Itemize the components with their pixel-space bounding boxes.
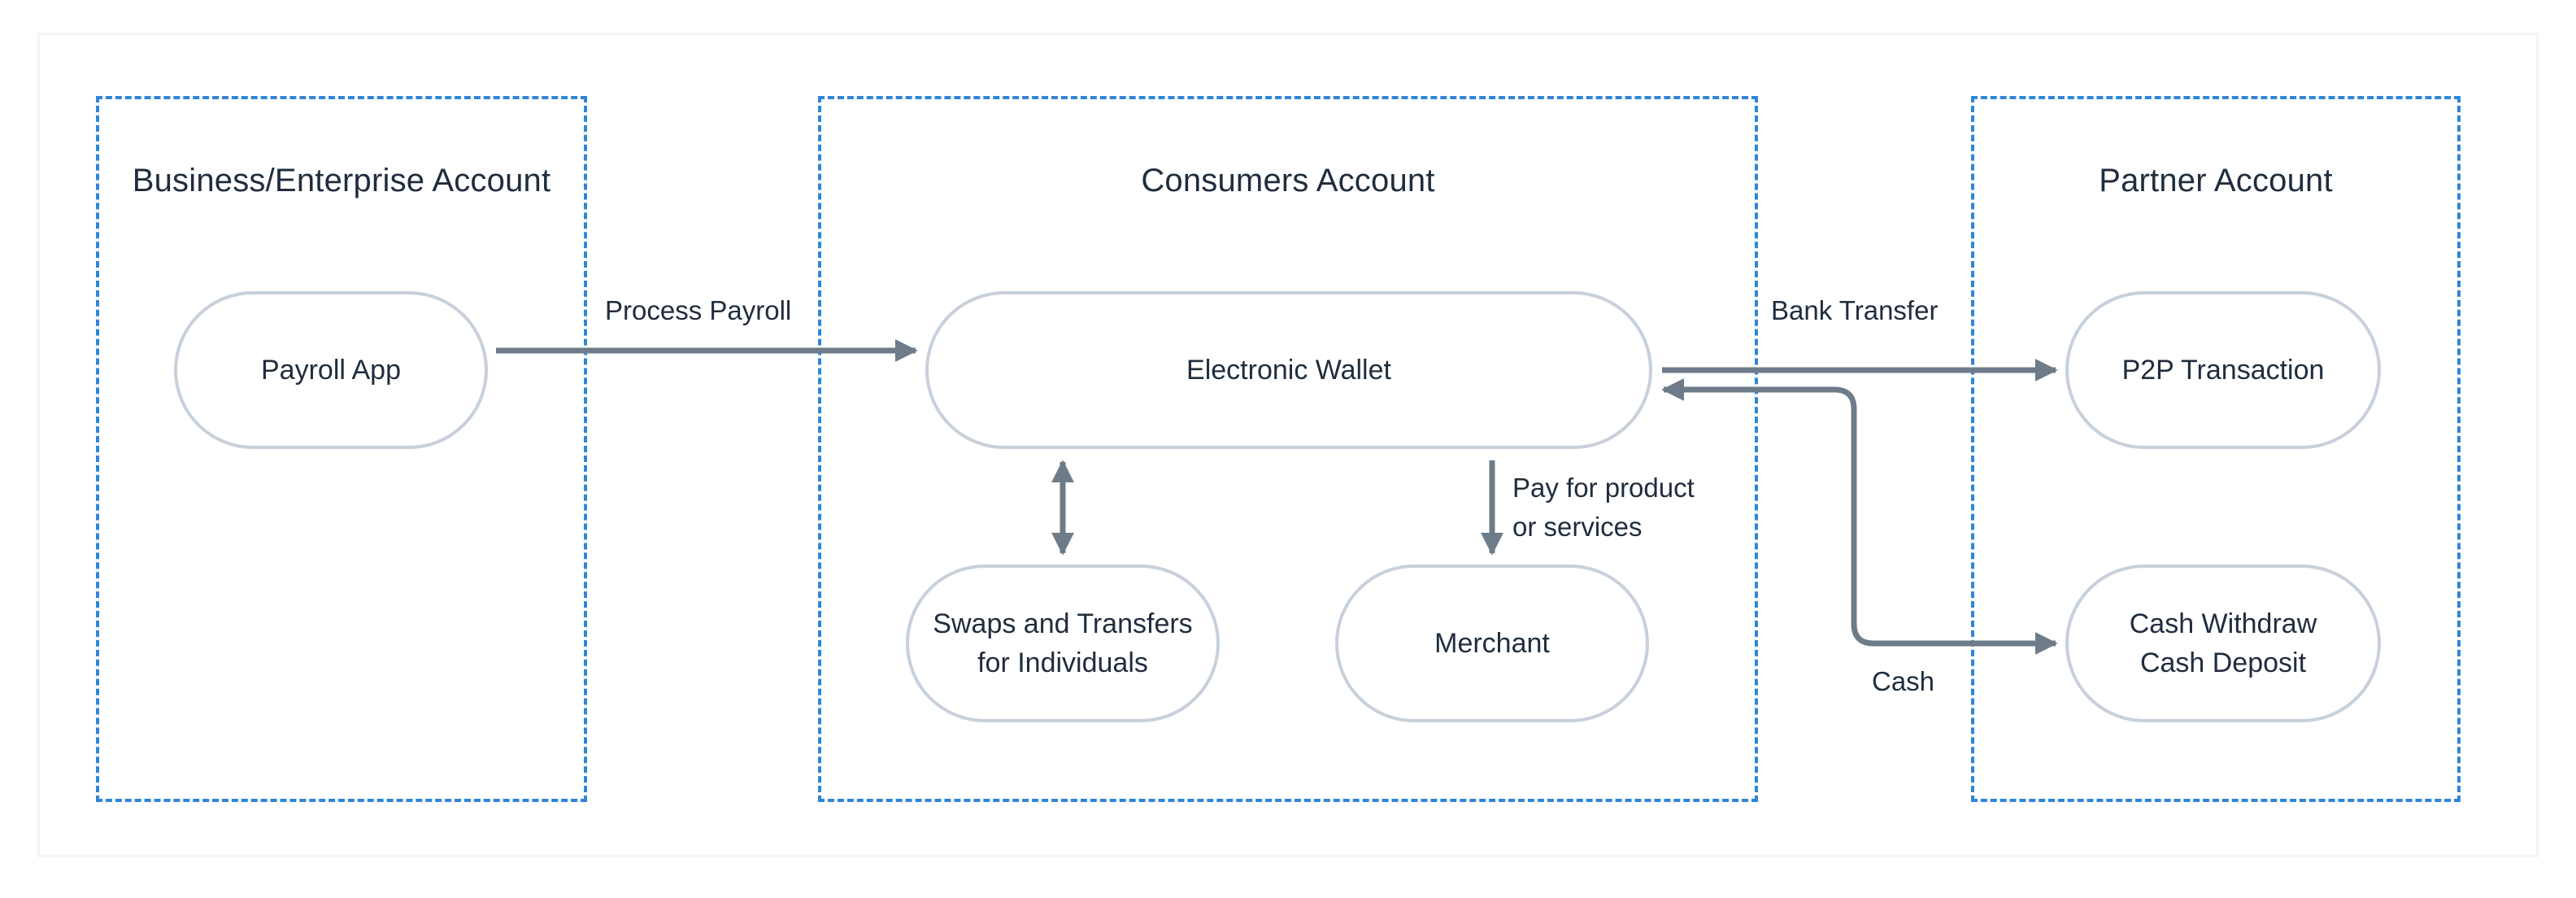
pay-for-product-label-line-1: Pay for product xyxy=(1512,473,1695,503)
pay-for-product-label-line-2: or services xyxy=(1512,512,1643,542)
cash-label-line-2: Cash Deposit xyxy=(2139,647,2307,678)
cash-label-line-1: Cash Withdraw xyxy=(2129,608,2317,639)
merchant-node: Merchant xyxy=(1335,565,1649,722)
electronic-wallet-node: Electronic Wallet xyxy=(925,291,1652,449)
partner-account-title: Partner Account xyxy=(2099,163,2333,198)
business-account-group: Business/Enterprise Account xyxy=(96,96,587,802)
merchant-label: Merchant xyxy=(1434,628,1550,659)
process-payroll-label: Process Payroll xyxy=(605,295,792,325)
swaps-label-line-1: Swaps and Transfers xyxy=(933,608,1193,639)
consumers-account-title: Consumers Account xyxy=(1141,163,1435,198)
payroll-app-node: Payroll App xyxy=(174,291,488,449)
electronic-wallet-label: Electronic Wallet xyxy=(1186,355,1391,386)
p2p-transaction-label: P2P Transaction xyxy=(2121,355,2325,386)
swaps-and-transfers-node: Swaps and Transfers for Individuals xyxy=(906,565,1220,722)
business-account-title: Business/Enterprise Account xyxy=(132,163,551,198)
bank-transfer-label: Bank Transfer xyxy=(1771,295,1939,325)
cash-label: Cash xyxy=(1872,666,1935,696)
p2p-transaction-node: P2P Transaction xyxy=(2065,291,2381,449)
swaps-label-line-2: for Individuals xyxy=(977,647,1148,678)
payroll-app-label: Payroll App xyxy=(261,355,401,386)
cash-withdraw-deposit-node: Cash Withdraw Cash Deposit xyxy=(2065,565,2381,722)
